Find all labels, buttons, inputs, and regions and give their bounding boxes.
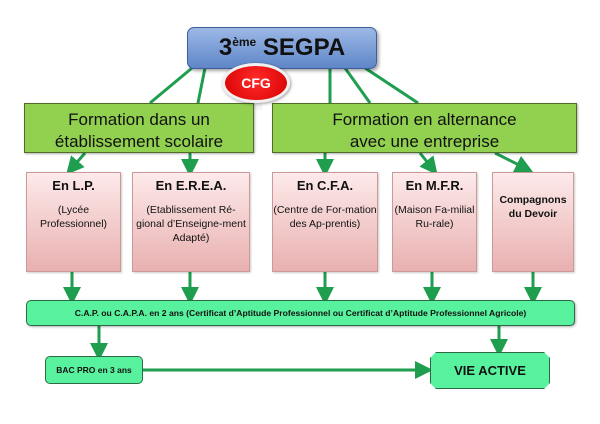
branch-box-school: Formation dans un établissement scolaire — [24, 103, 254, 153]
bac-label: BAC PRO en 3 ans — [56, 365, 132, 375]
cfg-label: CFG — [241, 75, 271, 91]
cfg-stem — [250, 100, 262, 110]
option-box-lp: En L.P. (Lycée Professionnel) — [26, 172, 121, 272]
connector-line — [196, 67, 207, 104]
branch-box-alternance: Formation en alternance avec une entrepr… — [272, 103, 577, 153]
title-superscript: ème — [232, 35, 257, 49]
connector-arrow — [66, 152, 87, 175]
connector-arrow — [418, 152, 438, 176]
branch-line: avec une entreprise — [349, 132, 500, 151]
option-detail: (Etablissement Ré-gional d’Enseigne-ment… — [136, 204, 246, 244]
title-prefix: 3 — [218, 34, 233, 61]
connector-line — [149, 66, 193, 105]
connector-line — [364, 66, 419, 105]
bac-pro-box: BAC PRO en 3 ans — [45, 356, 143, 384]
option-box-erea: En E.R.E.A. (Etablissement Ré-gional d’E… — [132, 172, 250, 272]
option-box-compagnons: Compagnons du Devoir — [492, 172, 574, 272]
cap-label: C.A.P. ou C.A.P.A. en 2 ans (Certificat … — [74, 308, 527, 318]
option-detail: (Maison Fa-milial Ru-rale) — [394, 204, 475, 230]
option-head: Compagnons du Devoir — [499, 194, 567, 220]
option-box-cfa: En C.F.A. (Centre de For-mation des Ap-p… — [272, 172, 378, 272]
option-detail: (Centre de For-mation des Ap-prentis) — [273, 204, 377, 230]
connector-line — [343, 67, 372, 104]
option-head: En C.F.A. — [296, 178, 354, 193]
option-head: En L.P. — [52, 178, 95, 193]
branch-line: Formation dans un — [68, 110, 210, 129]
branch-line: Formation en alternance — [332, 110, 517, 129]
cfg-badge: CFG — [222, 63, 290, 103]
cap-capa-box: C.A.P. ou C.A.P.A. en 2 ans (Certificat … — [26, 300, 575, 326]
branch-line: établissement scolaire — [54, 132, 224, 151]
title-box-3eme-segpa: 3ème SEGPA — [187, 27, 377, 69]
option-box-mfr: En M.F.R. (Maison Fa-milial Ru-rale) — [392, 172, 477, 272]
vie-active-box: VIE ACTIVE — [430, 352, 550, 389]
connector-arrow — [494, 151, 534, 173]
option-head: En M.F.R. — [405, 178, 464, 193]
title-suffix: SEGPA — [262, 34, 346, 61]
option-detail: (Lycée Professionnel) — [39, 204, 108, 230]
option-head: En E.R.E.A. — [155, 178, 227, 193]
vie-label: VIE ACTIVE — [454, 363, 526, 378]
